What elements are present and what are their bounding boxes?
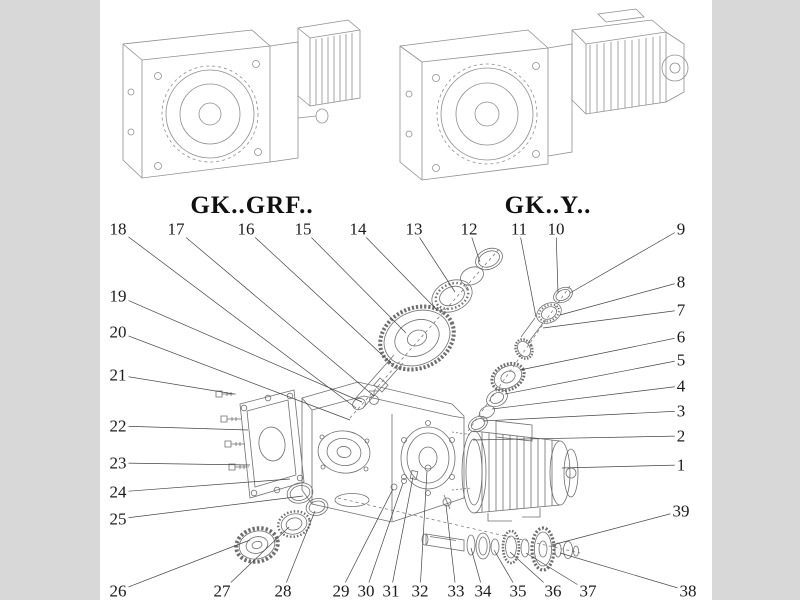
leader-line-17 [175, 228, 375, 397]
part-number-18: 18 [107, 219, 129, 239]
part-number-30: 30 [355, 581, 377, 600]
leader-line-31 [390, 476, 414, 592]
leader-line-13 [413, 228, 456, 293]
leader-line-4 [491, 385, 682, 410]
part-number-3: 3 [674, 401, 688, 421]
part-number-21: 21 [107, 365, 129, 385]
motor-drawing [461, 420, 579, 522]
seal-rings [276, 482, 329, 538]
part-number-11: 11 [508, 219, 530, 239]
leader-line-22 [117, 425, 249, 431]
part-number-19: 19 [107, 286, 129, 306]
gearbox-grf-drawing [122, 19, 361, 179]
part-number-5: 5 [674, 350, 688, 370]
part-number-14: 14 [347, 219, 369, 239]
part-number-33: 33 [445, 581, 467, 600]
input-shaft-assembly [352, 247, 503, 411]
leader-line-29 [340, 488, 394, 592]
leader-line-27 [221, 526, 290, 592]
part-number-12: 12 [458, 219, 480, 239]
part-number-27: 27 [211, 581, 233, 600]
leader-line-3 [482, 410, 682, 422]
part-number-1: 1 [674, 455, 688, 475]
part-number-32: 32 [409, 581, 431, 600]
leader-line-23 [117, 462, 251, 466]
part-number-29: 29 [330, 581, 352, 600]
leader-line-39 [551, 510, 682, 546]
part-number-2: 2 [674, 426, 688, 446]
part-number-23: 23 [107, 453, 129, 473]
leader-line-32 [419, 470, 428, 592]
leader-line-10 [555, 228, 559, 294]
part-number-35: 35 [507, 581, 529, 600]
leader-line-38 [559, 552, 689, 592]
leader-line-8 [559, 281, 682, 316]
model-title-y: GK..Y.. [504, 192, 592, 219]
part-number-4: 4 [674, 376, 688, 396]
part-number-36: 36 [542, 581, 564, 600]
gear-housing [301, 381, 465, 523]
part-number-31: 31 [380, 581, 402, 600]
leader-line-19 [117, 295, 363, 403]
leader-line-33 [445, 504, 457, 592]
part-number-34: 34 [472, 581, 494, 600]
leader-line-25 [117, 495, 304, 520]
leader-line-24 [117, 478, 291, 493]
part-number-37: 37 [577, 581, 599, 600]
leader-line-5 [504, 359, 682, 395]
leader-line-16 [245, 228, 393, 365]
leader-line-18 [117, 228, 357, 409]
leader-line-9 [569, 228, 682, 294]
leader-line-26 [117, 539, 251, 592]
part-number-16: 16 [235, 219, 257, 239]
part-number-17: 17 [165, 219, 187, 239]
part-number-22: 22 [107, 416, 129, 436]
leader-line-15 [302, 228, 407, 334]
cover-plate [239, 389, 305, 499]
leader-line-2 [472, 435, 682, 441]
input-pinion-assembly [468, 286, 573, 433]
part-number-8: 8 [674, 272, 688, 292]
gearbox-y-drawing [399, 8, 689, 181]
leader-line-1 [561, 464, 682, 469]
part-number-9: 9 [674, 219, 688, 239]
model-title-grf: GK..GRF.. [190, 192, 314, 219]
part-number-15: 15 [292, 219, 314, 239]
part-number-25: 25 [107, 509, 129, 529]
part-number-10: 10 [545, 219, 567, 239]
paper-background [100, 0, 712, 600]
leader-line-28 [282, 510, 316, 592]
output-shaft-assembly [421, 526, 580, 572]
part-number-38: 38 [677, 581, 699, 600]
part-number-24: 24 [107, 482, 129, 502]
leader-line-11 [518, 228, 537, 318]
part-number-6: 6 [674, 327, 688, 347]
leader-line-20 [117, 331, 351, 421]
leader-line-21 [117, 374, 235, 395]
motor-top-drawing [571, 8, 689, 115]
leader-line-14 [357, 228, 438, 311]
part-number-28: 28 [272, 581, 294, 600]
part-number-26: 26 [107, 581, 129, 600]
part-number-20: 20 [107, 322, 129, 342]
part-number-7: 7 [674, 300, 688, 320]
part-number-39: 39 [670, 501, 692, 521]
mounting-bolts [215, 390, 249, 471]
leader-line-30 [365, 482, 404, 592]
leader-line-6 [519, 336, 682, 371]
part-number-13: 13 [403, 219, 425, 239]
leader-line-7 [542, 309, 682, 329]
assembly-fasteners [390, 464, 452, 510]
